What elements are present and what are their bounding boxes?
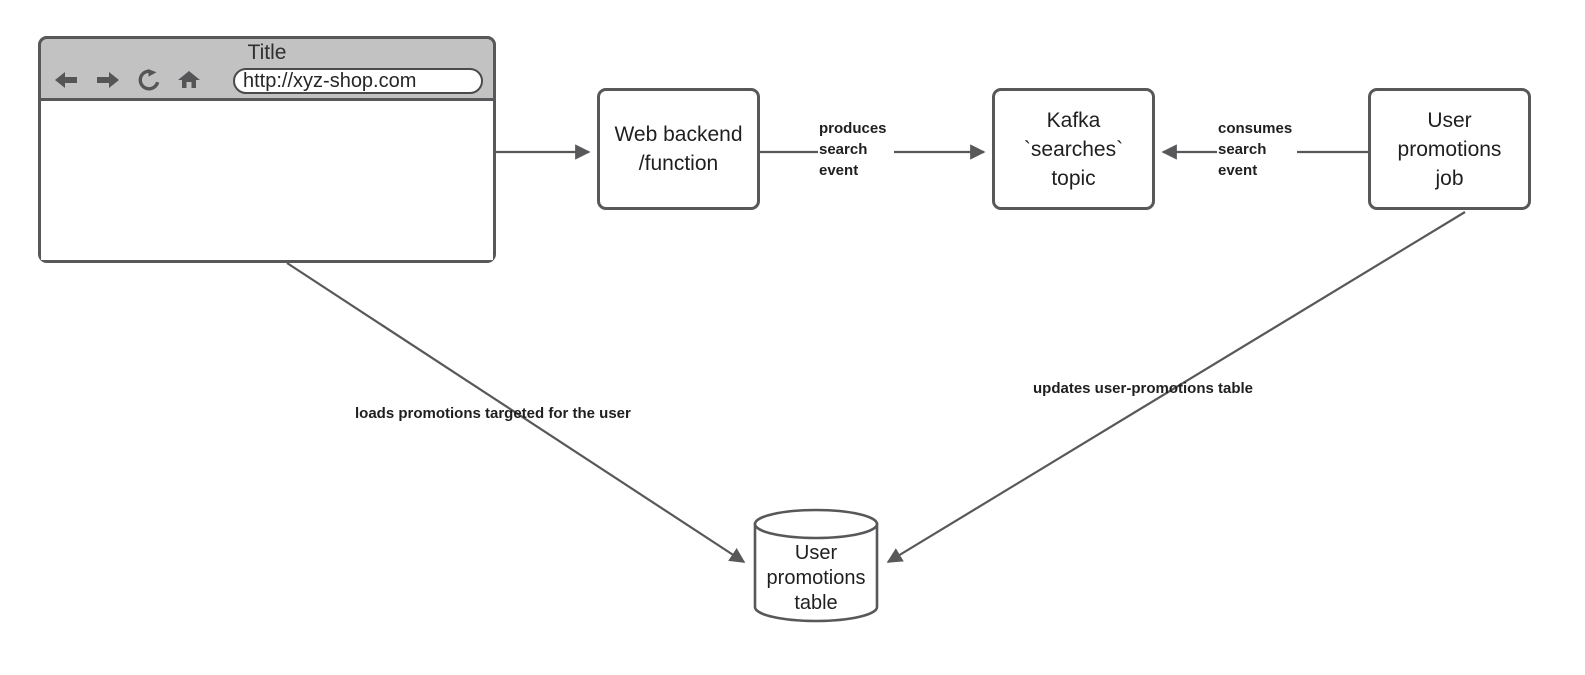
browser-toolbar [53, 68, 201, 92]
edge-label-loads-promotions: loads promotions targeted for the user [355, 405, 631, 422]
node-user-promotions-table-label: User promotions table [766, 542, 866, 614]
forward-icon[interactable] [95, 69, 121, 91]
edge-label-consumes-search-event: consumes search event [1218, 120, 1293, 179]
browser-chrome: Title [38, 36, 496, 101]
node-web-backend[interactable]: Web backend /function [597, 88, 760, 210]
edge-label-produces-search-event: produces search event [819, 120, 887, 179]
back-icon[interactable] [53, 69, 79, 91]
browser-viewport[interactable] [41, 101, 493, 260]
cylinder-shape [753, 508, 879, 623]
node-kafka-topic[interactable]: Kafka `searches` topic [992, 88, 1155, 210]
browser-title-text: Title [247, 41, 287, 64]
node-user-promotions-table[interactable]: User promotions table [752, 508, 880, 623]
node-user-promotions-job[interactable]: User promotions job [1368, 88, 1531, 210]
reload-icon[interactable] [137, 68, 161, 92]
edge-label-updates-user-promotions-table: updates user-promotions table [1033, 380, 1254, 397]
url-input[interactable]: http://xyz-shop.com [233, 68, 483, 94]
browser-window: Title [38, 36, 496, 263]
home-icon[interactable] [177, 69, 201, 91]
